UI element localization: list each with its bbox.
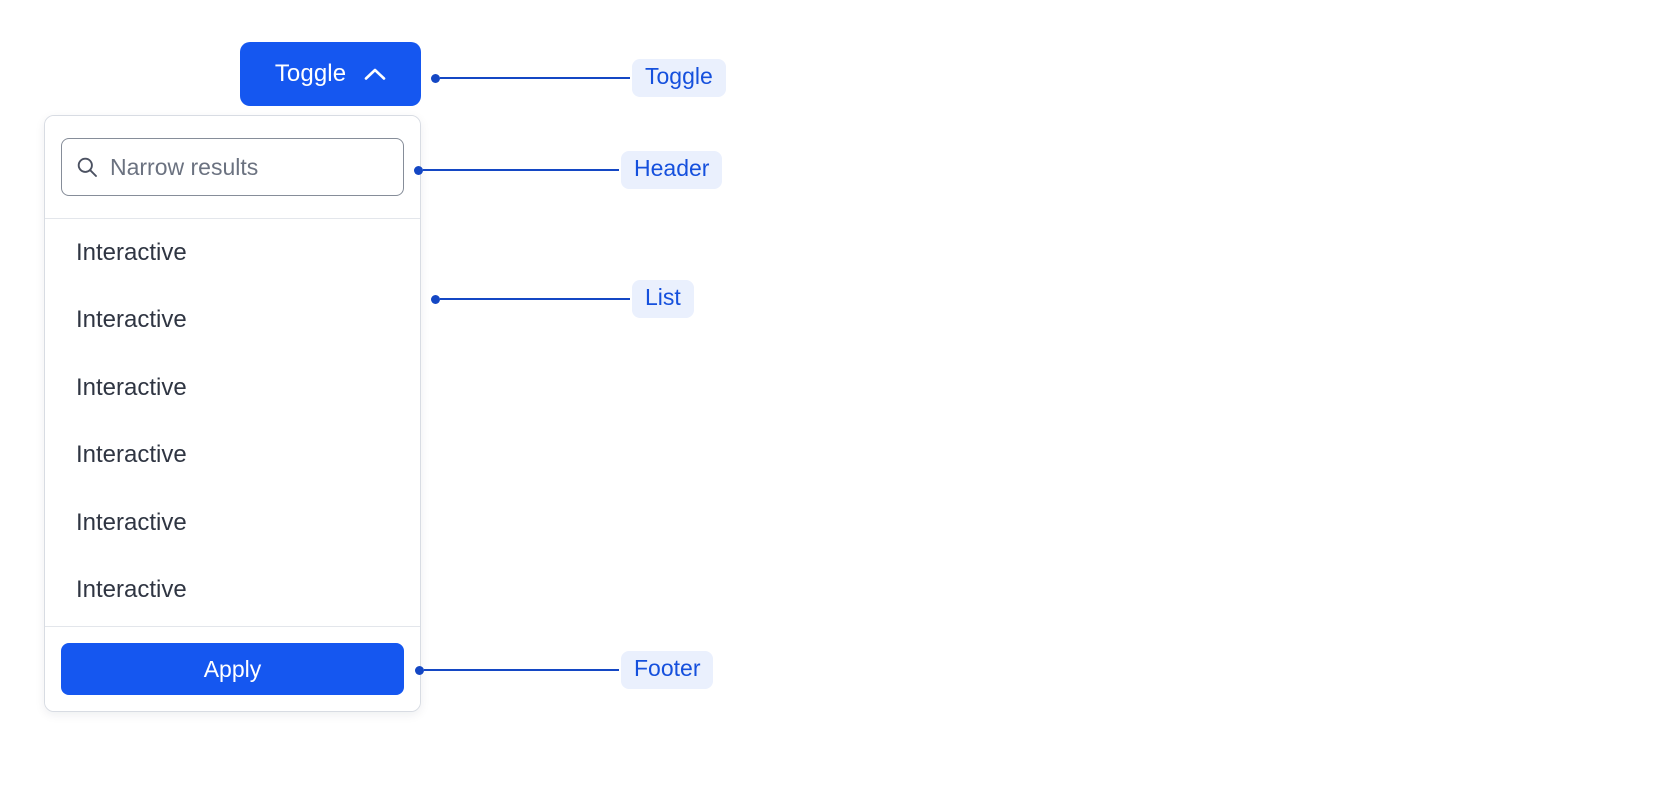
annotation-dot-icon [415,665,424,675]
annotation-label-toggle: Toggle [632,59,726,97]
search-input[interactable] [110,139,389,195]
annotation-dot-icon [431,73,440,83]
annotation-label-footer: Footer [621,651,714,689]
annotation-label-header: Header [621,151,723,189]
list-item[interactable]: Interactive [76,373,187,401]
annotation-toggle: Toggle [431,59,726,97]
list-item[interactable]: Interactive [76,508,187,536]
apply-button[interactable]: Apply [61,643,404,695]
annotation-footer: Footer [415,651,714,689]
list-item[interactable]: Interactive [76,238,187,266]
annotation-header: Header [414,151,723,189]
list-item[interactable]: Interactive [76,576,187,604]
annotation-list: List [431,280,694,318]
annotation-leader-line [440,298,630,300]
annotation-leader-line [424,669,619,671]
annotation-leader-line [440,77,630,79]
annotation-dot-icon [431,294,440,304]
search-icon [77,157,97,177]
search-box[interactable] [61,138,404,196]
toggle-button[interactable]: Toggle [240,42,421,106]
panel-footer: Apply [45,626,420,711]
dropdown-panel: Interactive Interactive Interactive Inte… [44,115,421,712]
toggle-button-label: Toggle [274,60,347,87]
annotation-dot-icon [414,165,423,175]
panel-header [45,116,420,219]
annotation-leader-line [423,169,619,171]
chevron-up-icon [364,68,386,80]
panel-list[interactable]: Interactive Interactive Interactive Inte… [45,219,420,626]
list-item[interactable]: Interactive [76,441,187,469]
list-item[interactable]: Interactive [76,306,187,334]
annotation-label-list: List [632,280,694,318]
